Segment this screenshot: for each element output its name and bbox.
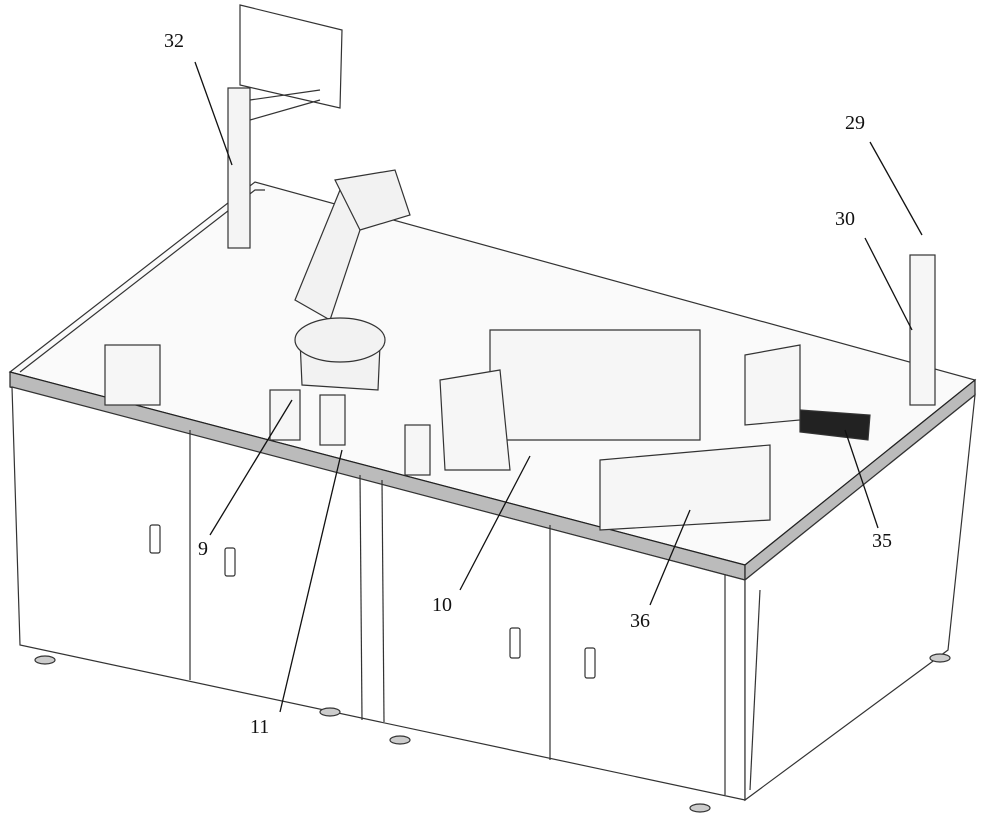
label-36: 36	[630, 610, 650, 632]
modules	[104, 254, 936, 531]
label-9: 9	[198, 538, 208, 560]
leader-lines	[194, 61, 923, 713]
label-30: 30	[835, 208, 855, 230]
monitor-stand	[227, 4, 343, 249]
label-11: 11	[250, 716, 270, 738]
feet	[34, 653, 951, 813]
robot-arm	[294, 169, 411, 391]
label-32: 32	[164, 30, 184, 52]
label-29: 29	[845, 112, 865, 134]
label-10: 10	[432, 594, 452, 616]
label-35: 35	[872, 530, 892, 552]
cabinet-side	[744, 393, 976, 802]
